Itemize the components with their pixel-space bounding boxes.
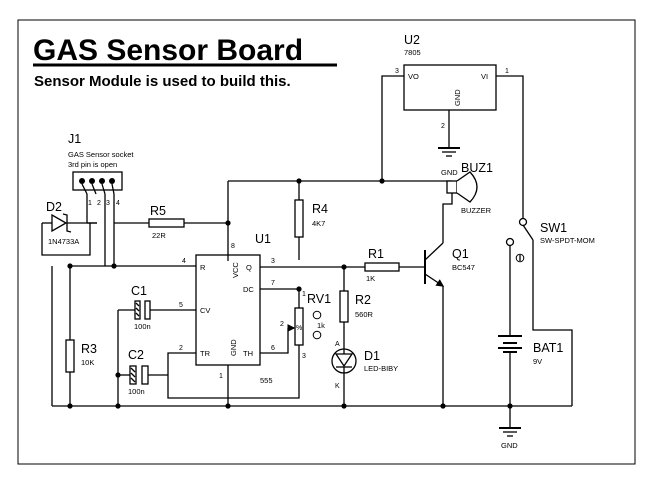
- j1-pin4: 4: [116, 200, 120, 207]
- d1-a: A: [335, 341, 340, 348]
- u1-pin-vcc: VCC: [231, 262, 240, 278]
- rv1-value: 1k: [317, 321, 325, 330]
- zener-d2: D2 1N4733A: [46, 200, 97, 246]
- buz1-value: BUZZER: [461, 206, 492, 215]
- r1-ref: R1: [368, 247, 384, 261]
- u1-pin-gnd: GND: [229, 339, 238, 356]
- r3-value: 10K: [81, 358, 94, 367]
- rv1-pct: %: [296, 325, 302, 332]
- sw1-value: SW-SPDT-MOM: [540, 236, 595, 245]
- u2-pin1: 1: [505, 68, 509, 75]
- u1-num3: 3: [271, 258, 275, 265]
- u2-value: 7805: [404, 48, 421, 57]
- switch-sw1: SW1 SW-SPDT-MOM: [505, 217, 595, 263]
- u2-pin-gnd: GND: [453, 89, 462, 106]
- r4-value: 4K7: [312, 219, 325, 228]
- c2-value: 100n: [128, 387, 145, 396]
- resistor-r1: R1 1K: [364, 247, 400, 283]
- rv1-ref: RV1: [307, 292, 331, 306]
- r5-ref: R5: [150, 204, 166, 218]
- j1-pin2: 2: [97, 200, 101, 207]
- bat1-ref: BAT1: [533, 341, 563, 355]
- resistor-r2: R2 560R: [339, 290, 374, 323]
- u2-pin2: 2: [441, 123, 445, 130]
- j1-ref: J1: [68, 132, 81, 146]
- resistor-r3: R3 10K: [65, 339, 97, 373]
- rv1-p3: 3: [302, 353, 306, 360]
- u2-pin-vo: VO: [408, 72, 419, 81]
- page-subtitle: Sensor Module is used to build this.: [34, 73, 291, 90]
- wires: [41, 75, 573, 428]
- u1-num5: 5: [179, 302, 183, 309]
- connector-j1: J1 GAS Sensor socket 3rd pin is open 1 2…: [68, 132, 134, 207]
- junctions: [67, 178, 513, 409]
- d2-value: 1N4733A: [48, 237, 79, 246]
- u1-pin-cv: CV: [200, 306, 210, 315]
- u1-num6: 6: [271, 345, 275, 352]
- r4-ref: R4: [312, 202, 328, 216]
- led-d1: D1 LED-BIBY A K: [331, 340, 398, 390]
- u1-num7: 7: [271, 280, 275, 287]
- r2-ref: R2: [355, 293, 371, 307]
- c1-value: 100n: [134, 322, 151, 331]
- buz1-ref: BUZ1: [461, 161, 493, 175]
- d1-k: K: [335, 383, 340, 390]
- ground-symbol-u2: GND: [438, 147, 460, 177]
- page-border: [17, 19, 636, 465]
- u1-pin-th: TH: [243, 349, 253, 358]
- d1-ref: D1: [364, 349, 380, 363]
- u2-pin3: 3: [395, 68, 399, 75]
- bat-gnd-label: GND: [501, 441, 518, 450]
- ground-symbol-bat: GND: [499, 427, 521, 450]
- j1-pin3: 3: [106, 200, 110, 207]
- r3-ref: R3: [81, 342, 97, 356]
- buzzer-buz1: BUZ1 BUZZER: [446, 161, 493, 215]
- u1-pin-r: R: [200, 263, 206, 272]
- d1-value: LED-BIBY: [364, 364, 398, 373]
- j1-desc1: GAS Sensor socket: [68, 150, 134, 159]
- u1-num1: 1: [219, 373, 223, 380]
- u2-gnd-label: GND: [441, 168, 458, 177]
- battery-bat1: BAT1 9V: [498, 335, 563, 366]
- q1-value: BC547: [452, 263, 475, 272]
- capacitor-c1: C1 100n: [131, 284, 151, 331]
- page-title: GAS Sensor Board: [33, 34, 303, 67]
- j1-pin1: 1: [88, 200, 92, 207]
- c2-ref: C2: [128, 348, 144, 362]
- sw1-ref: SW1: [540, 221, 567, 235]
- d2-ref: D2: [46, 200, 62, 214]
- timer-u1: U1 555 R VCC Q DC CV TR GND TH 4 8 3 7 5…: [179, 232, 275, 385]
- u1-num2: 2: [179, 345, 183, 352]
- rv1-p2: 2: [280, 321, 284, 328]
- u1-num8: 8: [231, 243, 235, 250]
- transistor-q1: Q1 BC547: [424, 242, 475, 287]
- u1-pin-dc: DC: [243, 285, 254, 294]
- resistor-r5: R5 22R: [148, 204, 185, 240]
- r5-value: 22R: [152, 231, 166, 240]
- u2-pin-vi: VI: [481, 72, 488, 81]
- u1-pin-tr: TR: [200, 349, 211, 358]
- c1-ref: C1: [131, 284, 147, 298]
- j1-desc2: 3rd pin is open: [68, 160, 117, 169]
- q1-ref: Q1: [452, 247, 469, 261]
- r1-value: 1K: [366, 274, 375, 283]
- u1-ref: U1: [255, 232, 271, 246]
- regulator-u2: U2 7805 VO VI GND 3 1 2: [395, 33, 509, 130]
- resistor-r4: R4 4K7: [294, 199, 328, 238]
- r2-value: 560R: [355, 310, 374, 319]
- bat1-value: 9V: [533, 357, 542, 366]
- potentiometer-rv1: RV1 % 1k 1 2 3: [280, 291, 331, 360]
- u1-pin-q: Q: [246, 263, 252, 272]
- u1-num4: 4: [182, 258, 186, 265]
- u1-value: 555: [260, 376, 273, 385]
- u2-ref: U2: [404, 33, 420, 47]
- rv1-p1: 1: [302, 291, 306, 298]
- capacitor-c2: C2 100n: [128, 348, 149, 396]
